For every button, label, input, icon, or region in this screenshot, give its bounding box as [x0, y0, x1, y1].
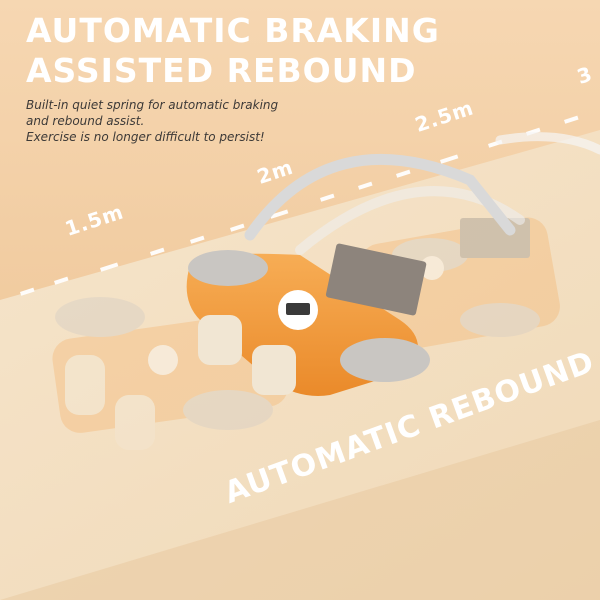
subtext-line-3: Exercise is no longer difficult to persi… — [26, 130, 265, 144]
headline-line-1: AUTOMATIC BRAKING — [26, 11, 440, 50]
subtext-line-2: and rebound assist. — [26, 114, 145, 128]
handle-arc-highlight — [495, 132, 600, 155]
ruler-ticks — [20, 115, 579, 296]
counter-screen — [286, 303, 310, 315]
main-roller — [186, 243, 430, 396]
roller-wheel-left — [198, 315, 242, 365]
mat-edge-shadow — [0, 420, 600, 600]
knee-pad-right — [340, 338, 430, 382]
subtext-line-1: Built-in quiet spring for automatic brak… — [26, 98, 279, 112]
knee-pad-left — [188, 250, 268, 286]
phone-holder — [325, 243, 427, 316]
roller-wheel-right — [252, 345, 296, 395]
handle-arc-front — [244, 153, 516, 241]
headline-line-2: ASSISTED REBOUND — [26, 51, 417, 90]
